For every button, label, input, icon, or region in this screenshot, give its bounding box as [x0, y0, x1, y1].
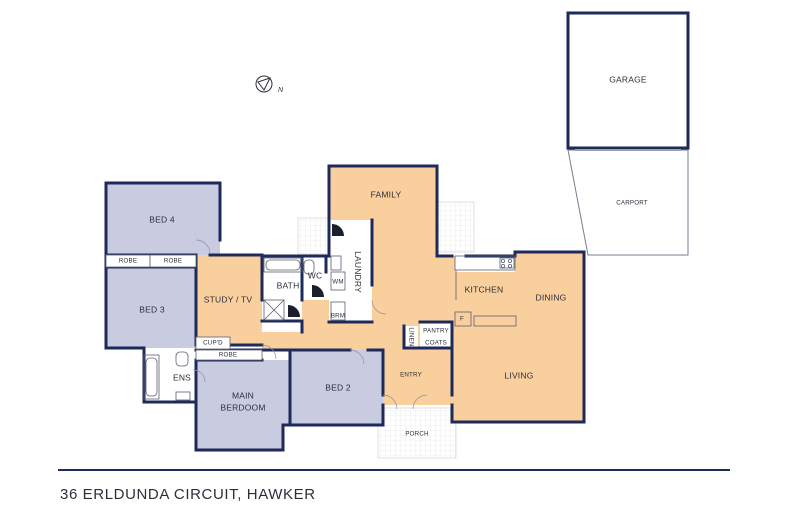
wm-label: WM [332, 279, 343, 286]
compass-north-label: N [278, 87, 284, 94]
porch: PORCH [377, 407, 457, 459]
side-paving-left [297, 217, 329, 255]
cupd-box [195, 336, 231, 350]
door-swings [192, 239, 428, 410]
bed3-label: BED 3 [139, 304, 165, 314]
brm-label: BRM [331, 313, 345, 320]
pantry-label: PANTRY [423, 328, 449, 335]
bed4-label: BED 4 [149, 214, 175, 224]
wc-label: WC [308, 270, 323, 280]
laundry-room [329, 220, 372, 322]
coats-label: COATS [425, 340, 447, 347]
address-title: 36 ERLDUNDA CIRCUIT, HAWKER [60, 486, 316, 503]
cupd-label: CUP'D [203, 340, 223, 347]
fridge-label: F [460, 316, 464, 323]
kitchen-label: KITCHEN [465, 284, 504, 294]
bed3-room [106, 267, 196, 348]
compass: N [255, 75, 284, 94]
main-bedroom-room [196, 360, 290, 450]
ensuite-room [144, 350, 196, 402]
robe-right-label: ROBE [164, 258, 182, 265]
pantry-area [420, 322, 452, 348]
main-bedroom-label-1: MAIN [232, 390, 254, 400]
bed2-label: BED 2 [325, 382, 351, 392]
garage-label: GARAGE [609, 74, 647, 84]
linen-area [404, 326, 418, 348]
bed4-room [106, 183, 220, 255]
carport: CARPORT [567, 149, 689, 256]
main-bedroom-label-2: BERDOOM [220, 402, 265, 412]
linen-label: LINEN [407, 327, 414, 346]
bed2-room [290, 350, 383, 424]
bath-door-black [288, 305, 300, 317]
side-paving-right [436, 201, 475, 253]
robe-main-box [195, 349, 263, 361]
entry-label: ENTRY [400, 372, 422, 379]
ens-label: ENS [173, 372, 191, 382]
robe-left-label: ROBE [119, 258, 137, 265]
dining-label: DINING [536, 292, 567, 302]
bath-label: BATH [277, 280, 300, 290]
laundry-label: LAUNDRY [353, 251, 363, 293]
robe-main-label: ROBE [219, 352, 237, 359]
robe-right-box [149, 254, 197, 268]
living-label: LIVING [504, 370, 533, 380]
family-label: FAMILY [371, 189, 402, 199]
fixtures [143, 255, 517, 401]
wc-door-black [312, 285, 324, 297]
garage: GARAGE [566, 11, 690, 150]
study-label: STUDY / TV [204, 294, 253, 304]
porch-label: PORCH [405, 431, 428, 438]
laundry-door-black [332, 224, 344, 236]
carport-label: CARPORT [616, 200, 648, 207]
living-zone [196, 166, 584, 422]
